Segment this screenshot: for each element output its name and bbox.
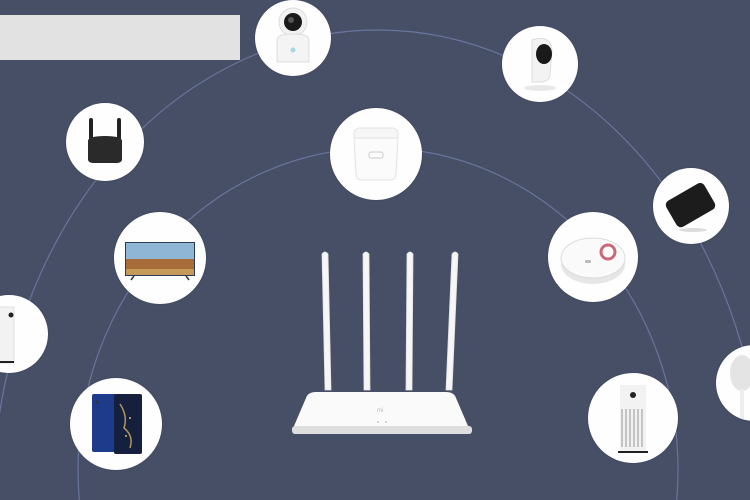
smartphone-icon (92, 394, 142, 454)
title-banner (0, 15, 240, 60)
device-mini-camera (502, 26, 578, 102)
ptz-camera-icon (276, 7, 310, 63)
device-robot-vacuum (548, 212, 638, 302)
tv-box-icon (665, 182, 716, 232)
device-range-extender (66, 103, 144, 181)
svg-text:mi: mi (377, 408, 383, 414)
device-smart-tv (114, 212, 206, 304)
tv-icon (125, 242, 195, 281)
device-air-purifier (588, 373, 678, 463)
rice-cooker-icon (353, 127, 399, 181)
fan-icon (730, 355, 750, 419)
device-tv-box (653, 168, 729, 244)
device-ptz-camera (255, 0, 331, 76)
router-hub: mi (280, 240, 480, 440)
wifi-extender-icon (88, 118, 122, 163)
air-purifier-icon (618, 385, 648, 453)
security-camera-icon (524, 37, 556, 91)
device-air-purifier-left (0, 295, 48, 373)
device-smartphone (70, 378, 162, 470)
air-purifier-icon (0, 306, 15, 364)
robot-vacuum-icon (560, 237, 626, 284)
device-rice-cooker (330, 108, 422, 200)
router-icon: mi (292, 251, 472, 434)
device-desk-fan (716, 345, 750, 421)
